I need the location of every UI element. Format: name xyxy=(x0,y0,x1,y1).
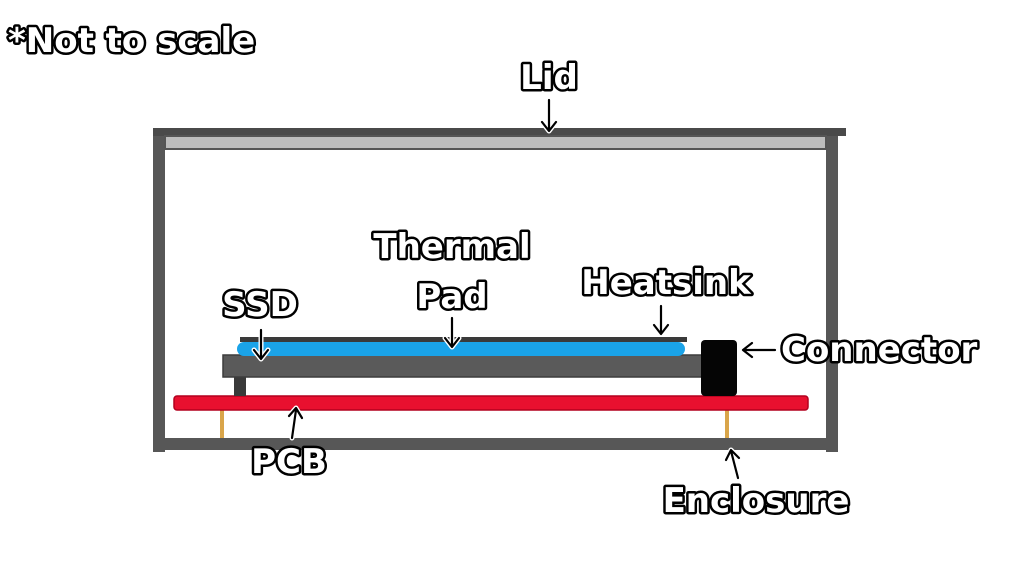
standoff-left xyxy=(220,408,224,438)
connector-arrow-icon xyxy=(740,340,778,360)
lid-arrow-icon xyxy=(539,97,559,134)
standoff-right xyxy=(725,408,729,438)
thermal-pad-label-line2: Pad xyxy=(416,277,487,317)
connector xyxy=(701,340,737,396)
ssd-label: SSD xyxy=(222,285,298,325)
thermal-pad xyxy=(237,342,685,356)
heatsink-arrow-icon xyxy=(651,303,671,337)
ssd xyxy=(222,354,704,378)
connector-label: Connector xyxy=(781,330,978,370)
heatsink-label: Heatsink xyxy=(581,263,752,303)
thermal-pad-label-line1: Thermal xyxy=(373,227,530,267)
enclosure-arrow-icon xyxy=(723,447,742,481)
ssd-arrow-icon xyxy=(251,327,271,362)
pcb xyxy=(173,395,809,411)
not-to-scale-note: *Not to scale xyxy=(8,21,255,61)
enclosure xyxy=(153,128,846,452)
lid-label: Lid xyxy=(520,58,578,98)
thermal-pad-arrow-icon xyxy=(442,315,462,350)
heatsink xyxy=(240,337,687,342)
pcb-label: PCB xyxy=(251,442,327,482)
lid xyxy=(164,135,827,150)
ssd-support xyxy=(234,374,246,396)
pcb-arrow-icon xyxy=(286,405,305,441)
enclosure-label: Enclosure xyxy=(663,481,850,521)
